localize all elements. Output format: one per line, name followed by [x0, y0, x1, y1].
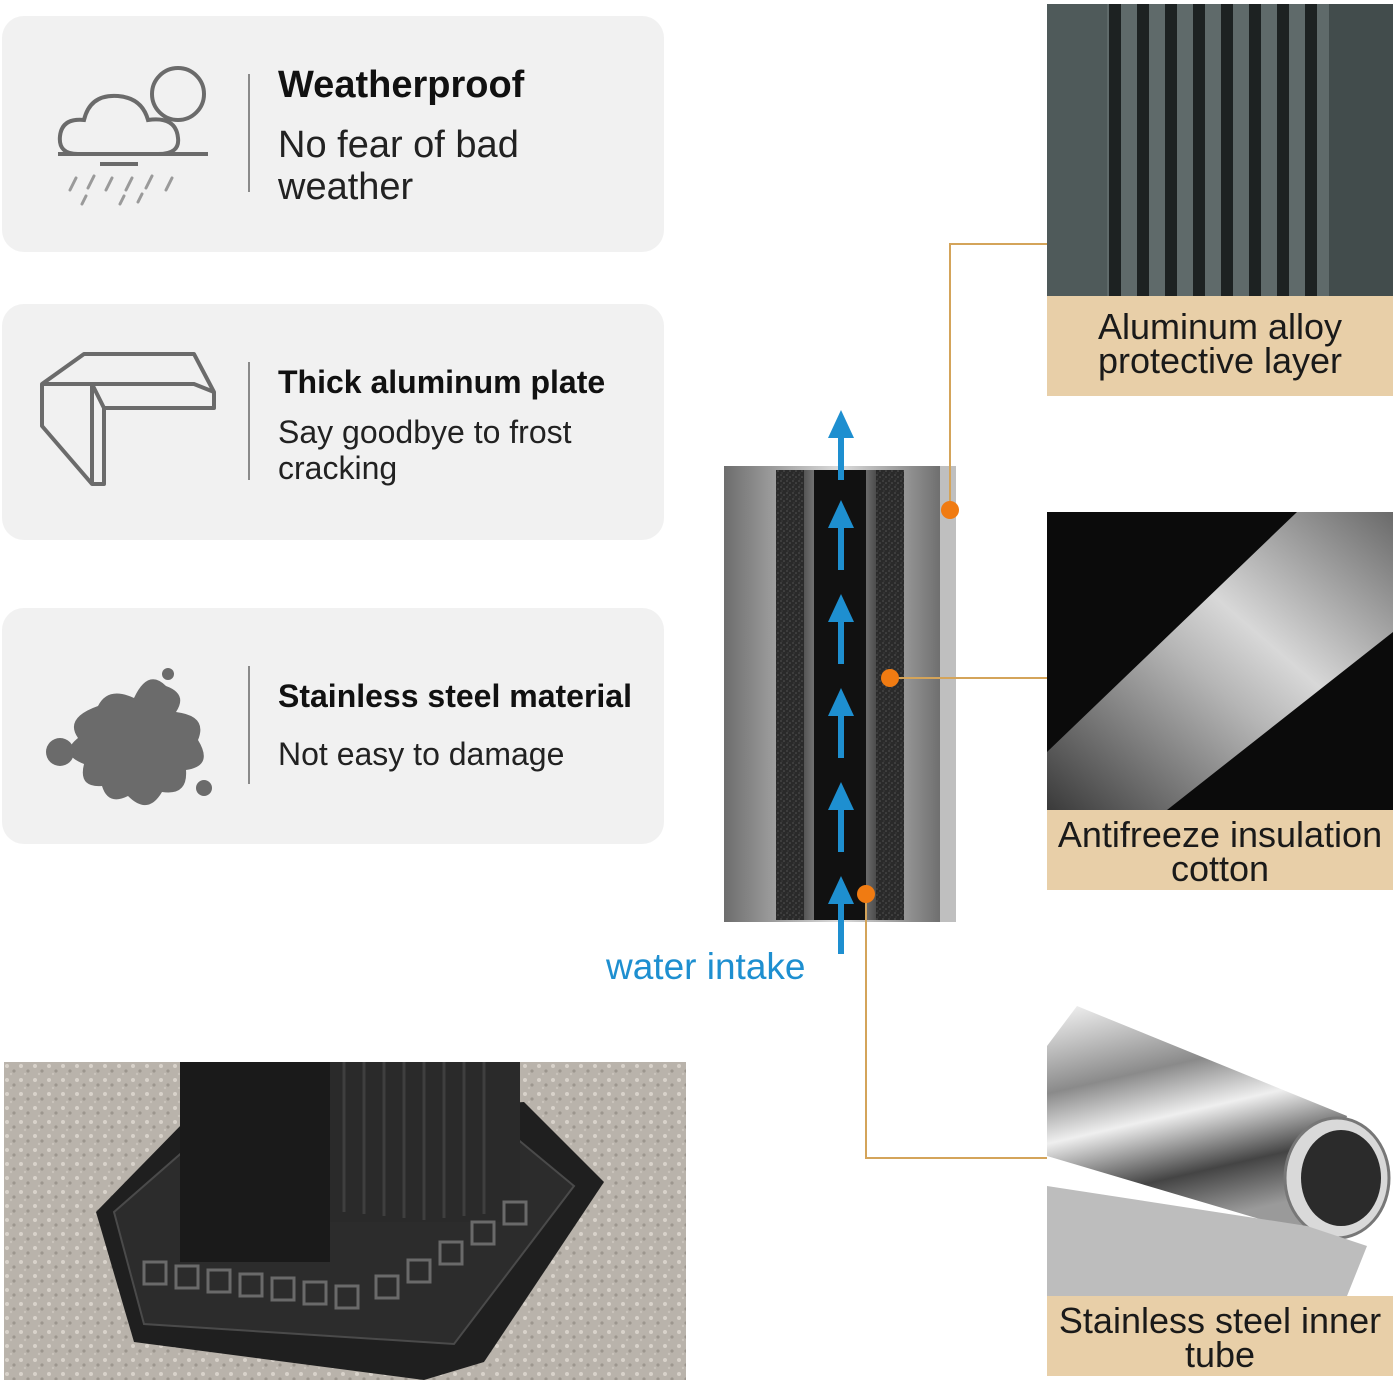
card-divider — [248, 666, 250, 784]
feature-card-weatherproof: Weatherproof No fear of bad weather — [2, 16, 664, 252]
feature-desc-line-1: Not easy to damage — [278, 736, 565, 772]
aluminum-layer-photo — [1047, 4, 1393, 298]
aluminum-plate-icon — [40, 352, 216, 486]
caption-line-1: Antifreeze insulation — [1057, 814, 1383, 855]
feature-desc-line-2: weather — [278, 166, 414, 208]
caption-line-2: tube — [1184, 1334, 1256, 1375]
water-channel — [814, 470, 866, 920]
outer-aluminum-layer — [724, 466, 956, 922]
feature-title: Stainless steel material — [278, 678, 632, 714]
feature-card-stainless-steel: Stainless steel material Not easy to dam… — [2, 608, 664, 844]
splat-icon — [46, 668, 212, 806]
leader-lines — [865, 243, 1047, 1159]
feature-desc-line-2: cracking — [278, 450, 398, 486]
card-divider — [248, 74, 250, 192]
water-intake-label: water intake — [606, 946, 806, 987]
insulation-cotton-photo — [1047, 512, 1393, 810]
caption-line-2: protective layer — [1097, 340, 1343, 381]
feature-desc-line-1: Say goodbye to frost — [278, 414, 572, 450]
caption-line-1: Stainless steel inner — [1058, 1300, 1382, 1341]
cloud-rain-sun-icon — [57, 66, 208, 206]
card-divider — [248, 362, 250, 480]
inner-steel-tube — [804, 470, 876, 920]
feature-card-aluminum-plate: Thick aluminum plate Say goodbye to fros… — [2, 304, 664, 540]
feature-title: Thick aluminum plate — [278, 364, 606, 400]
steel-tube-caption: Stainless steel inner tube — [1047, 1296, 1393, 1376]
feature-desc-line-1: No fear of bad — [278, 124, 519, 166]
pipe-base-photo — [4, 1062, 686, 1380]
aluminum-layer-caption: Aluminum alloy protective layer — [1047, 296, 1393, 396]
water-flow-arrows — [828, 410, 854, 954]
caption-line-2: cotton — [1170, 848, 1270, 889]
caption-line-1: Aluminum alloy — [1097, 306, 1343, 347]
insulation-cotton-caption: Antifreeze insulation cotton — [1047, 810, 1393, 890]
layer-markers — [857, 501, 959, 903]
feature-title: Weatherproof — [278, 64, 525, 106]
insulation-cotton-layer — [776, 470, 904, 920]
steel-tube-photo — [1047, 1006, 1393, 1296]
